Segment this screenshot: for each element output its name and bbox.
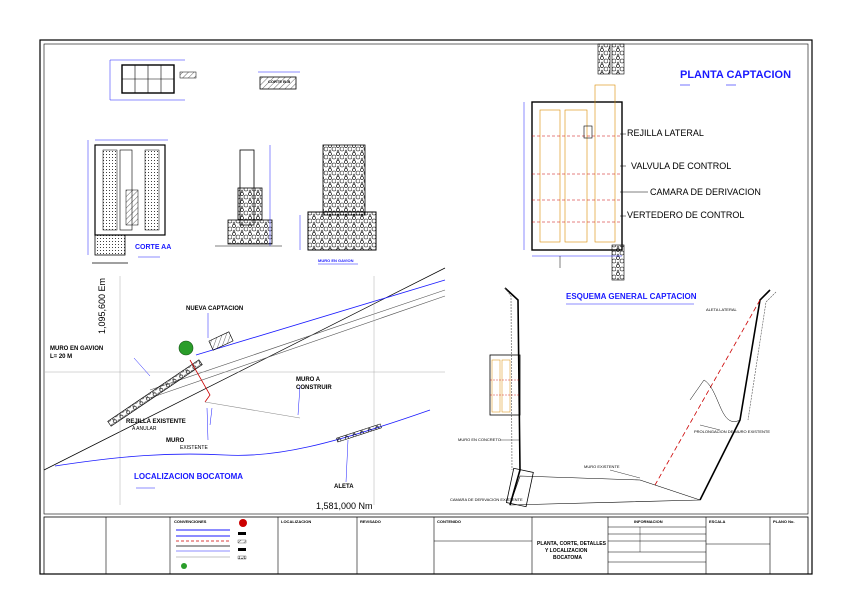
tb-location: LOCALIZACION <box>281 519 312 524</box>
label-bypass-chamber: CAMARA DE DERIVACION <box>650 187 761 197</box>
tb-scale: ESCALA <box>709 519 726 524</box>
general-scheme <box>489 287 777 508</box>
tb-information: INFORMACION <box>634 519 663 524</box>
label-gabion-length: L= 20 M <box>50 354 73 360</box>
label-gabion-wall: MURO EN GAVION <box>50 346 104 352</box>
drawing-title: PLANTA CAPTACION <box>680 69 792 81</box>
label-lateral-grate: REJILLA LATERAL <box>627 128 704 138</box>
top-plan-detail <box>109 59 300 101</box>
sheet-outer-border <box>39 39 813 575</box>
tree-icon <box>178 340 194 356</box>
tb-content-heading: CONTENIDO <box>437 519 461 524</box>
label-control-valve: VALVULA DE CONTROL <box>631 161 732 171</box>
tb-content-line1: PLANTA, CORTE, DETALLES <box>537 541 606 547</box>
location-title: LOCALIZACION BOCATOMA <box>134 472 244 481</box>
gabion-elevation <box>299 144 377 265</box>
intake-plan <box>523 43 736 281</box>
north-coordinate: 1,095,600 Em <box>97 277 107 334</box>
label-wall-to-build: MURO A <box>296 377 321 383</box>
label-wall-extension: PROLONGACION DE MURO EXISTENTE <box>694 429 771 434</box>
label-concrete-wall: MURO EN CONCRETO <box>458 437 501 442</box>
scheme-title: ESQUEMA GENERAL CAPTACION <box>566 292 697 301</box>
gabion-wall-title: MURO EN GAVION <box>318 258 354 263</box>
location-map <box>43 267 446 505</box>
label-existing-wall: MURO <box>166 438 185 444</box>
section-bb-title: CORTE B-B <box>268 79 291 84</box>
wall-cross-section <box>215 145 282 247</box>
tb-revised: REVISADO <box>360 519 381 524</box>
title-block <box>43 516 809 575</box>
tb-plane-no: PLANO No. <box>773 519 795 524</box>
tb-conventions: CONVENCIONES <box>174 519 207 524</box>
label-existing-grate-2: A ANULAR <box>132 426 157 432</box>
label-bypass-existing: CAMARA DE DERIVACION EXISTENTE <box>450 497 523 502</box>
label-wing: ALETA <box>334 484 354 490</box>
section-aa <box>87 139 168 264</box>
sheet-inner-border <box>43 43 809 515</box>
tb-content-line2: Y LOCALIZACION <box>545 548 588 554</box>
east-coordinate: 1,581,000 Nm <box>316 501 373 511</box>
label-wall-to-build-2: CONSTRUIR <box>296 385 332 391</box>
tb-content-line3: BOCATOMA <box>553 555 582 561</box>
label-scheme-existing-wall: MURO EXISTENTE <box>584 464 620 469</box>
label-lateral-wing: ALETA LATERAL <box>706 307 737 312</box>
label-existing-wall-2: EXISTENTE <box>180 445 208 451</box>
label-new-intake: NUEVA CAPTACION <box>186 306 244 312</box>
label-existing-grate: REJILLA EXISTENTE <box>126 419 186 425</box>
section-aa-title: CORTE AA <box>135 244 172 251</box>
label-control-weir: VERTEDERO DE CONTROL <box>627 210 745 220</box>
